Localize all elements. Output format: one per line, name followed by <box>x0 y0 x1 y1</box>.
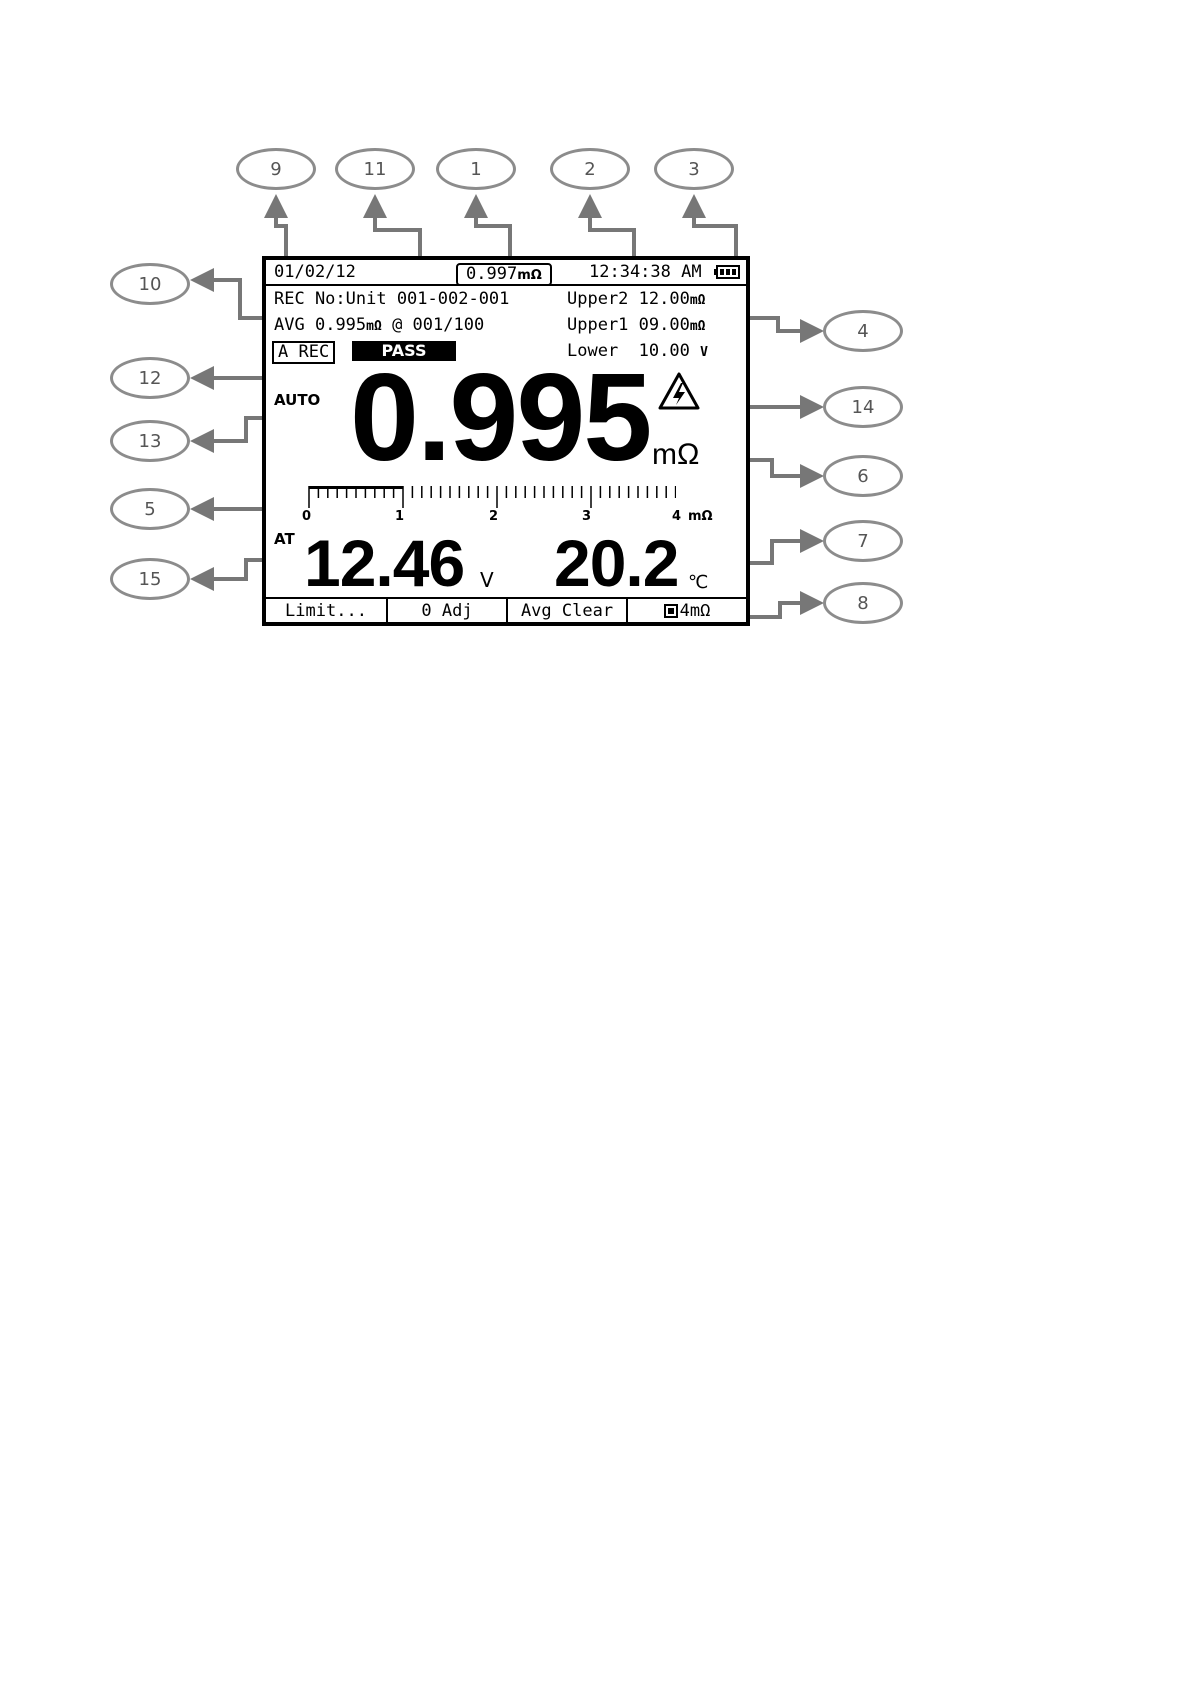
leader-7 <box>742 541 820 563</box>
temperature-value: 20.2 <box>554 530 678 596</box>
callout-3: 3 <box>654 148 734 190</box>
callout-5: 5 <box>110 488 190 530</box>
limit-value: 09.00 <box>639 315 690 335</box>
softkey-zero-adj[interactable]: 0 Adj <box>388 597 508 623</box>
limit-label: Upper2 <box>567 289 628 309</box>
softkey-limit[interactable]: Limit... <box>266 597 388 623</box>
recent-reading-unit: mΩ <box>517 268 542 283</box>
record-number: REC No:Unit 001-002-001 <box>274 291 509 308</box>
avg-value: 0.995 <box>315 315 366 335</box>
leader-10 <box>194 280 272 318</box>
range-lock-icon <box>664 604 678 618</box>
callout-8: 8 <box>823 582 903 624</box>
limit-unit: V <box>700 345 708 360</box>
limit-unit: mΩ <box>690 293 706 308</box>
callout-12: 12 <box>110 357 190 399</box>
voltage-prefix: AT <box>274 532 295 547</box>
voltage-value: 12.46 <box>304 530 464 596</box>
callout-10: 10 <box>110 263 190 305</box>
callout-4: 4 <box>823 310 903 352</box>
callout-15: 15 <box>110 558 190 600</box>
limit-unit: mΩ <box>690 319 706 334</box>
bar-tick-label-2: 2 <box>489 510 498 523</box>
high-voltage-warning-icon <box>658 372 700 410</box>
average-reading: AVG 0.995mΩ @ 001/100 <box>274 317 484 334</box>
limit-value: 12.00 <box>639 289 690 309</box>
leader-3 <box>694 198 736 262</box>
main-reading-unit: mΩ <box>652 440 699 470</box>
callout-1: 1 <box>436 148 516 190</box>
lcd-screen: 01/02/12 0.997mΩ 12:34:38 AM REC No:Unit… <box>262 256 750 626</box>
voltage-unit: V <box>480 570 494 590</box>
avg-count: @ 001/100 <box>392 315 484 335</box>
callout-6: 6 <box>823 455 903 497</box>
limit-label: Upper1 <box>567 315 628 335</box>
callout-9: 9 <box>236 148 316 190</box>
callout-2: 2 <box>550 148 630 190</box>
upper2-limit: Upper2 12.00mΩ <box>567 291 706 308</box>
battery-icon <box>714 265 740 279</box>
bar-unit-label: mΩ <box>688 510 713 523</box>
callout-13: 13 <box>110 420 190 462</box>
leader-8 <box>744 603 820 617</box>
callout-7: 7 <box>823 520 903 562</box>
upper1-limit: Upper1 09.00mΩ <box>567 317 706 334</box>
bar-tick-label-1: 1 <box>395 510 404 523</box>
callout-11: 11 <box>335 148 415 190</box>
bar-tick-label-3: 3 <box>582 510 591 523</box>
softkey-range-label: 4mΩ <box>680 601 711 621</box>
bar-tick-label-0: 0 <box>302 510 311 523</box>
main-reading-value: 0.995 <box>350 356 650 480</box>
bar-graph <box>306 484 676 510</box>
bar-graph-fill <box>309 486 403 489</box>
callout-14: 14 <box>823 386 903 428</box>
temperature-unit: ℃ <box>688 574 708 592</box>
bar-tick-label-4: 4 <box>672 510 681 523</box>
auto-rec-badge: A REC <box>272 341 335 364</box>
time-display: 12:34:38 AM <box>589 264 702 281</box>
avg-unit: mΩ <box>366 319 382 334</box>
recent-reading-value: 0.997 <box>466 264 517 284</box>
avg-label: AVG <box>274 315 305 335</box>
softkey-range[interactable]: 4mΩ <box>628 597 746 623</box>
softkey-avg-clear[interactable]: Avg Clear <box>508 597 628 623</box>
range-mode-auto: AUTO <box>274 393 320 408</box>
date-display: 01/02/12 <box>274 264 356 281</box>
status-bar: 01/02/12 0.997mΩ 12:34:38 AM <box>266 260 746 286</box>
leader-4 <box>738 318 820 331</box>
recent-reading-box: 0.997mΩ <box>456 263 552 286</box>
